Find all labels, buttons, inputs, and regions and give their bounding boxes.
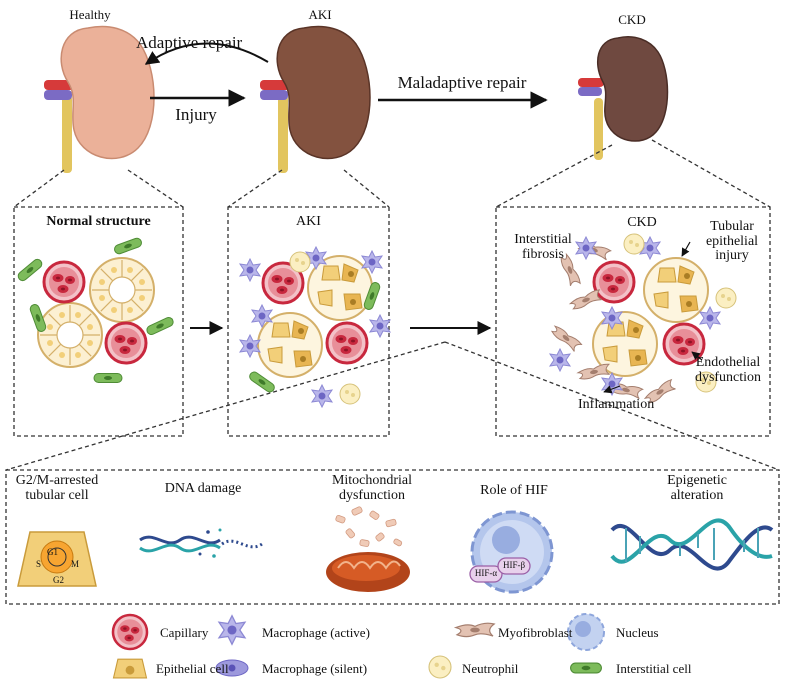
epigenetic-dna-icon (610, 518, 774, 571)
normal-tissue-illustration (15, 236, 176, 383)
inflammation-label: Inflammation (578, 397, 655, 412)
role-of-hif-label: Role of HIF (480, 483, 548, 498)
tubular-epithelial-injury-label: Tubular epithelial injury (705, 219, 759, 264)
cycle-g2-label: G2 (53, 575, 64, 585)
legend-icons (111, 613, 605, 679)
epigenetic-alteration-label: Epigenetic alteration (667, 473, 727, 503)
dna-damage-icon (139, 528, 263, 558)
aki-panel-title: AKI (296, 214, 321, 229)
healthy-label: Healthy (69, 7, 111, 22)
ckd-panel (495, 206, 771, 437)
mitochondrial-dysfunction-icon (326, 506, 410, 592)
healthy-kidney-icon (44, 25, 155, 173)
adaptive-repair-label: Adaptive repair (136, 33, 243, 52)
hif-alpha-label: HIF-α (474, 568, 498, 578)
cycle-g1-label: G1 (47, 547, 58, 557)
mitochondrial-dysfunction-label: Mitochondrial dysfunction (331, 473, 413, 503)
ckd-panel-title: CKD (627, 215, 657, 230)
normal-structure-title: Normal structure (46, 214, 151, 229)
ckd-kidney-icon (578, 36, 669, 160)
legend-interstitial-cell-label: Interstitial cell (616, 661, 692, 676)
legend-neutrophil-label: Neutrophil (462, 661, 519, 676)
mechanisms-panel (5, 469, 780, 605)
aki-label: AKI (308, 7, 332, 22)
aki-kidney-icon (260, 25, 371, 173)
cycle-m-label: M (71, 559, 80, 569)
aki-tissue-illustration (239, 246, 391, 408)
endothelial-dysfunction-label: Endothelial dysfunction (694, 355, 762, 385)
injury-label: Injury (175, 105, 217, 124)
ckd-callout-lines (603, 241, 703, 394)
hif-nucleus-icon (469, 510, 554, 594)
interstitial-fibrosis-label: Interstitial fibrosis (514, 232, 572, 262)
zoom-lines (5, 139, 780, 471)
legend-epithelial-cell-label: Epithelial cell (156, 661, 229, 676)
ckd-label: CKD (618, 12, 646, 27)
legend-myofibroblast-label: Myofibroblast (498, 625, 573, 640)
legend-nucleus-label: Nucleus (616, 625, 659, 640)
maladaptive-repair-label: Maladaptive repair (397, 73, 527, 92)
g2m-arrested-label: G2/M-arrested tubular cell (15, 473, 99, 503)
adaptive-repair-arrow (144, 42, 269, 65)
hif-beta-label: HIF-β (502, 560, 526, 570)
g2m-arrested-cell-icon (17, 531, 97, 587)
normal-structure-panel (13, 206, 184, 437)
legend-capillary-label: Capillary (160, 625, 209, 640)
dna-damage-label: DNA damage (164, 481, 242, 496)
cycle-s-label: S (36, 559, 42, 569)
legend-macrophage-active-label: Macrophage (active) (262, 625, 370, 640)
legend-macrophage-silent-label: Macrophage (silent) (262, 661, 368, 676)
